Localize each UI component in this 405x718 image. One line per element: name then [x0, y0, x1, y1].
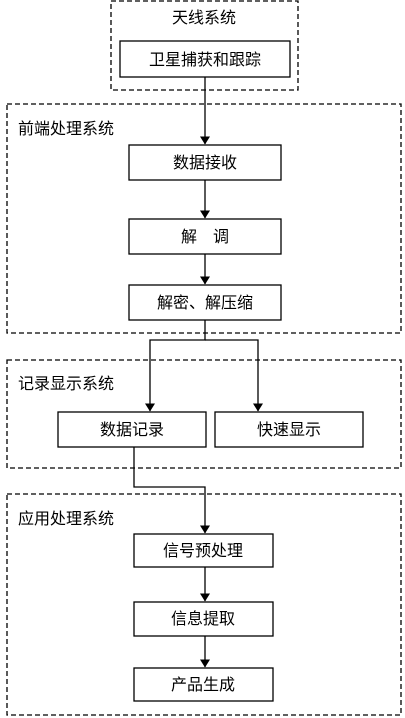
node-quick-display: 快速显示	[214, 411, 364, 448]
node-data-receiving: 数据接收	[128, 144, 282, 181]
group-record-display-system-label: 记录显示系统	[18, 374, 114, 393]
node-data-recording-box	[57, 411, 207, 448]
group-frontend-processing-system-label: 前端处理系统	[18, 119, 114, 138]
group-frontend-processing-system: 前端处理系统	[6, 103, 402, 334]
node-data-recording-label: 数据记录	[100, 420, 164, 439]
node-signal-preprocessing-box	[133, 533, 274, 568]
edge-recording-to-preprocessing	[133, 447, 210, 534]
node-decrypt-decompress-box	[128, 284, 282, 321]
node-product-generation: 产品生成	[133, 667, 274, 702]
node-signal-preprocessing-label: 信号预处理	[163, 541, 243, 560]
node-information-extraction: 信息提取	[133, 601, 274, 637]
group-record-display-system-border	[6, 359, 402, 469]
node-satellite-tracking-label: 卫星捕获和跟踪	[149, 50, 261, 69]
node-satellite-tracking-box	[119, 40, 291, 78]
group-application-processing-system-border	[6, 493, 402, 716]
node-data-receiving-label: 数据接收	[173, 153, 237, 172]
node-quick-display-label: 快速显示	[257, 420, 321, 439]
edge-decrypt-to-quick-display	[205, 339, 263, 412]
node-decrypt-decompress: 解密、解压缩	[128, 284, 282, 321]
node-quick-display-box	[214, 411, 364, 448]
node-demodulation-box	[128, 218, 282, 255]
group-application-processing-system: 应用处理系统	[6, 493, 402, 716]
node-decrypt-decompress-label: 解密、解压缩	[157, 293, 253, 312]
edges	[133, 77, 263, 668]
group-application-processing-system-label: 应用处理系统	[18, 509, 114, 528]
node-demodulation: 解 调	[128, 218, 282, 255]
node-satellite-tracking: 卫星捕获和跟踪	[119, 40, 291, 78]
group-frontend-processing-system-border	[6, 103, 402, 334]
node-signal-preprocessing: 信号预处理	[133, 533, 274, 568]
group-antenna-system-label: 天线系统	[172, 8, 236, 27]
node-information-extraction-label: 信息提取	[171, 609, 235, 628]
node-data-recording: 数据记录	[57, 411, 207, 448]
edge-decrypt-to-data-recording	[145, 320, 206, 412]
node-demodulation-label: 解 调	[181, 227, 229, 246]
node-product-generation-box	[133, 667, 274, 702]
node-information-extraction-box	[133, 601, 274, 637]
group-record-display-system: 记录显示系统	[6, 359, 402, 469]
node-product-generation-label: 产品生成	[171, 675, 235, 694]
node-data-receiving-box	[128, 144, 282, 181]
